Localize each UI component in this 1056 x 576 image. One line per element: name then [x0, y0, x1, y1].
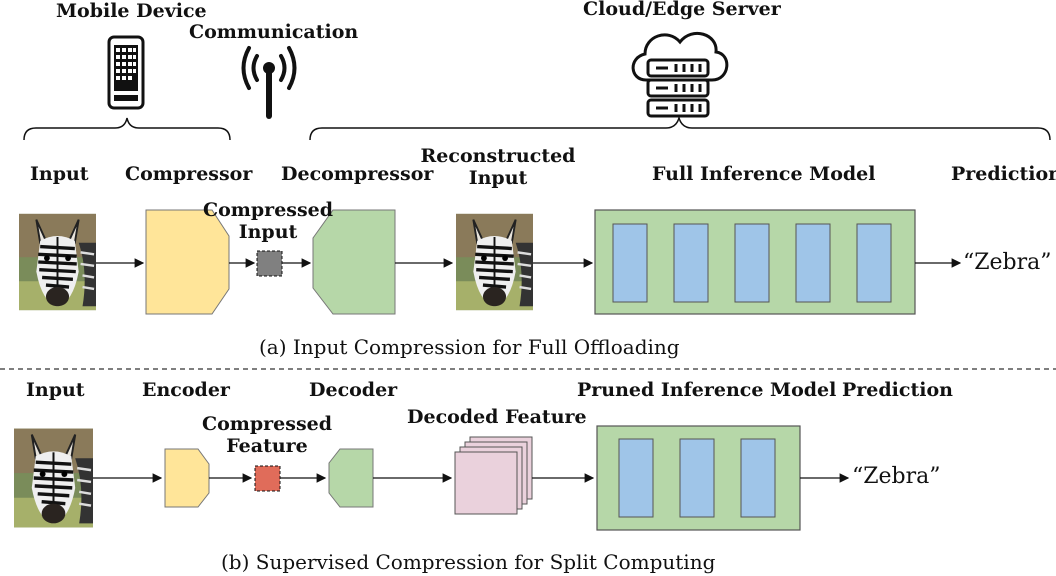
communication-label: Communication [189, 21, 359, 43]
encoder-block [164, 448, 210, 508]
compressed-feature-block [254, 465, 281, 492]
prediction-label: Prediction [951, 163, 1056, 185]
decoded-feature-label: Decoded Feature [407, 406, 587, 428]
reconstructed-input-label: Reconstructed Input [420, 145, 576, 189]
compressed-input-block [256, 250, 283, 277]
model-layer [740, 438, 776, 518]
decompressor-label: Decompressor [281, 163, 434, 185]
decoded-feature-stack [454, 436, 533, 515]
cloud-server-icon [631, 31, 729, 118]
decoder-block [328, 448, 374, 508]
mobile-device-label: Mobile Device [56, 0, 207, 22]
antenna-signal-icon [241, 46, 297, 119]
model-layer [612, 223, 648, 303]
compressor-block [145, 209, 230, 315]
full-model-label: Full Inference Model [652, 163, 876, 185]
device-brace [23, 117, 231, 141]
model-layer [734, 223, 770, 303]
compressed-input-label: Compressed Input [203, 199, 334, 243]
prediction-output: “Zebra” [852, 464, 941, 489]
compressor-label: Compressor [125, 163, 253, 185]
model-layer [618, 438, 654, 518]
caption-b: (b) Supervised Compression for Split Com… [221, 550, 716, 574]
input-image [19, 212, 96, 312]
model-layer [673, 223, 709, 303]
server-brace [309, 115, 1051, 141]
server-label: Cloud/Edge Server [583, 0, 781, 20]
decoder-label: Decoder [309, 379, 398, 401]
encoder-label: Encoder [142, 379, 230, 401]
prediction-output: “Zebra” [963, 250, 1052, 275]
model-layer [795, 223, 831, 303]
smartphone-icon [107, 35, 145, 110]
decompressor-block [312, 209, 396, 315]
model-layer [679, 438, 715, 518]
input-label: Input [26, 379, 85, 401]
input-label: Input [30, 163, 89, 185]
model-layer [856, 223, 892, 303]
input-image [14, 428, 93, 528]
prediction-label: Prediction [842, 379, 953, 401]
compressed-feature-label: Compressed Feature [201, 413, 333, 457]
reconstructed-image [456, 212, 533, 312]
caption-a: (a) Input Compression for Full Offloadin… [259, 335, 680, 359]
pruned-model-label: Pruned Inference Model [577, 379, 837, 401]
